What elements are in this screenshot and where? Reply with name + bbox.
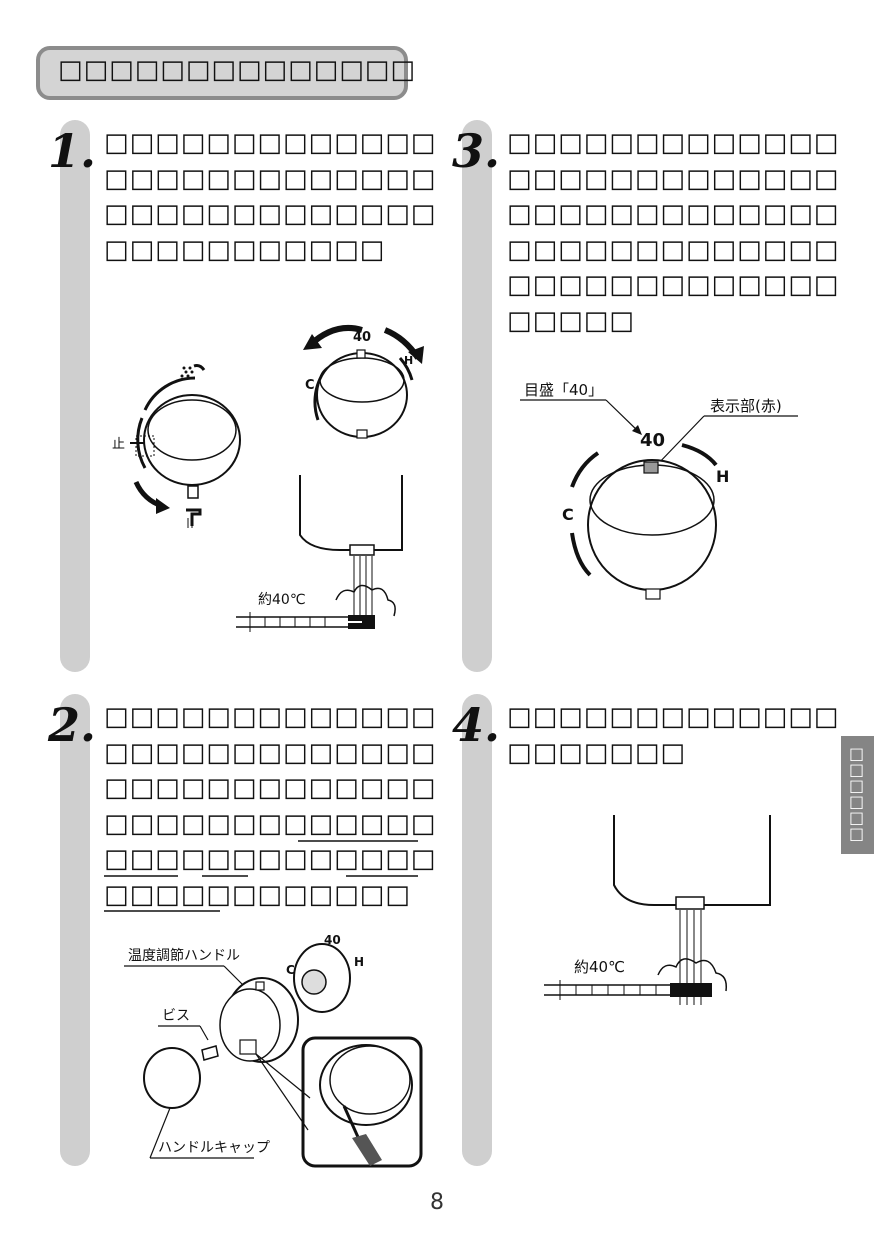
step-3-line: □□□□□□□□□□□□□ [507, 234, 840, 265]
figure-2-illustration: 温度調節ハンドル ビス ハンドルキャップ 40 C H [124, 933, 423, 1168]
side-index-tab [841, 736, 874, 854]
faucet-icon [186, 508, 202, 528]
figure-3-illustration: 目盛「40」 表示部(赤) 40 C H [520, 381, 798, 600]
dial-40-label: 40 [353, 330, 371, 345]
step-2-text: □□□□□□□□□□□□□ □□□□□□□□□□□□□ □□□□□□□□□□□□… [104, 700, 436, 913]
scale-label: 目盛「40」 [524, 381, 603, 399]
step-3-line: □□□□□□□□□□□□□ [507, 270, 840, 300]
step-3-text: □□□□□□□□□□□□□ □□□□□□□□□□□□□ □□□□□□□□□□□□… [507, 126, 839, 339]
step-2-line: □□□□□□□□□□□□□ [104, 773, 437, 803]
step-3-number: 3. [452, 124, 501, 178]
dial-c-label: C [305, 378, 315, 393]
step-4-number: 4. [452, 698, 501, 752]
step-1-line: □□□□□□□□□□□□□ [104, 199, 437, 229]
step-1-line: □□□□□□□□□□□□□ [104, 163, 437, 194]
step-1-line: □□□□□□□□□□□ [104, 234, 386, 265]
dial-h-label: H [404, 354, 413, 367]
step-2-line: □□□□□□□□□□□□□ [104, 702, 437, 732]
dial-c-label-3: C [562, 505, 574, 524]
section-title: □□□□□□□□□□□□□□ [58, 55, 416, 85]
step-3-line: □□□□□□□□□□□□□ [507, 199, 840, 229]
step-2-line: □□□□□□□□□□□□□ [104, 737, 437, 768]
step-2-line: □□□□□□□□□□□□ [104, 879, 411, 910]
step-1-line: □□□□□□□□□□□□□ [104, 128, 437, 158]
step-1-text: □□□□□□□□□□□□□ □□□□□□□□□□□□□ □□□□□□□□□□□□… [104, 126, 436, 268]
step-4-text: □□□□□□□□□□□□□ □□□□□□□ [507, 700, 839, 771]
step-2-bar [60, 694, 90, 1166]
step-1-number: 1. [48, 124, 97, 178]
section-title-box [36, 46, 408, 100]
page-number: 8 [430, 1190, 444, 1215]
stop-label: 止 [112, 437, 125, 452]
temp-label-1: 約40℃ [258, 592, 306, 608]
step-4-bar [462, 694, 492, 1166]
step-3-line: □□□□□ [507, 305, 635, 336]
step-4-line: □□□□□□□ [507, 737, 686, 768]
step-4-line: □□□□□□□□□□□□□ [507, 702, 840, 732]
dial-40-label-3: 40 [640, 430, 665, 451]
step-1-bar [60, 120, 90, 672]
step-2-line: □□□□□□□□□□□□□ [104, 844, 437, 874]
shower-icon [180, 364, 206, 378]
screw-label: ビス [162, 1008, 190, 1024]
step-2-number: 2. [48, 698, 97, 752]
dial-40-label-2: 40 [324, 933, 341, 947]
step-3-line: □□□□□□□□□□□□□ [507, 163, 840, 194]
dial-h-label-3: H [716, 467, 729, 486]
handle-label: 温度調節ハンドル [128, 947, 240, 964]
temp-label-4: 約40℃ [574, 958, 625, 976]
dial-c-label-2: C [286, 963, 295, 977]
dial-h-label-2: H [354, 955, 364, 969]
figure-4-illustration: 約40℃ [544, 815, 771, 1005]
cap-label: ハンドルキャップ [158, 1140, 270, 1156]
step-2-line: □□□□□□□□□□□□□ [104, 808, 437, 839]
indicator-label: 表示部(赤) [710, 397, 782, 415]
side-index-label: □□□□□□ [849, 744, 865, 843]
step-3-line: □□□□□□□□□□□□□ [507, 128, 840, 158]
figure-1-illustration: 止 40 C H 約40℃ [112, 324, 424, 632]
step-3-bar [462, 120, 492, 672]
